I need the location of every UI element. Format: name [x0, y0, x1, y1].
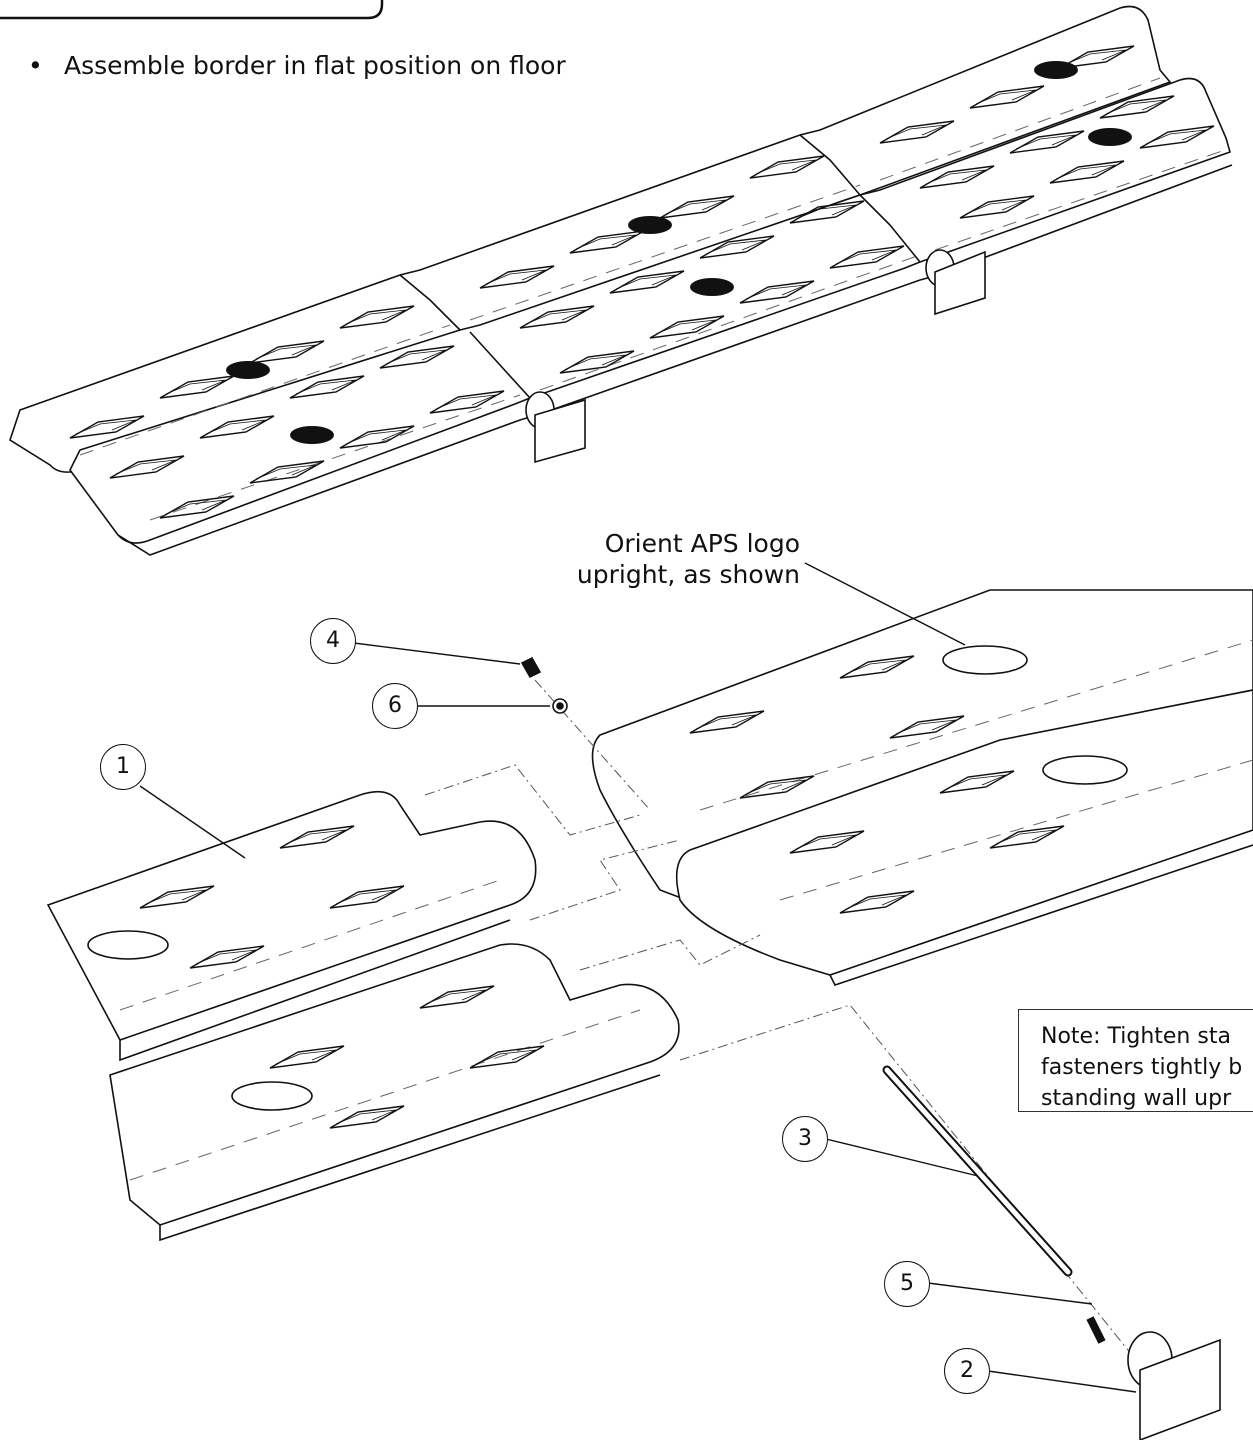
stud-part-5 — [1086, 1316, 1106, 1344]
part-bubble-3: 3 — [782, 1116, 828, 1162]
bolt-part-4 — [520, 656, 542, 679]
left-border-pieces — [46, 790, 680, 1242]
aps-logos-left — [87, 930, 313, 1111]
bullet: • — [28, 51, 43, 80]
instruction-step: • Assemble border in flat position on flo… — [28, 50, 566, 81]
top-brackets — [525, 249, 986, 464]
instruction-text: Assemble border in flat position on floo… — [64, 51, 566, 80]
aps-logos-right — [942, 645, 1128, 785]
header-box-corner — [0, 0, 384, 20]
assembled-border — [9, 5, 1233, 556]
part-bubble-5: 5 — [884, 1261, 930, 1307]
part-bubble-1: 1 — [100, 744, 146, 790]
part-bubble-4: 4 — [310, 618, 356, 664]
part-bubble-2: 2 — [944, 1348, 990, 1394]
note-line: fasteners tightly b — [1041, 1055, 1243, 1080]
hardware — [520, 656, 1221, 1440]
aps-logos-top — [226, 61, 1132, 444]
note-line: standing wall upr — [1041, 1086, 1232, 1111]
orient-logo-callout: Orient APS logo upright, as shown — [560, 528, 800, 591]
right-border-pieces — [591, 589, 1253, 986]
note-box: Note: Tighten sta fasteners tightly b st… — [1018, 1009, 1253, 1112]
note-line: Note: Tighten sta — [1041, 1024, 1231, 1049]
bracket-part-2 — [1139, 1338, 1221, 1440]
callout-line: upright, as shown — [576, 560, 800, 590]
callout-line: Orient APS logo — [604, 529, 800, 558]
leader-lines — [139, 562, 1137, 1393]
part-bubble-6: 6 — [372, 683, 418, 729]
